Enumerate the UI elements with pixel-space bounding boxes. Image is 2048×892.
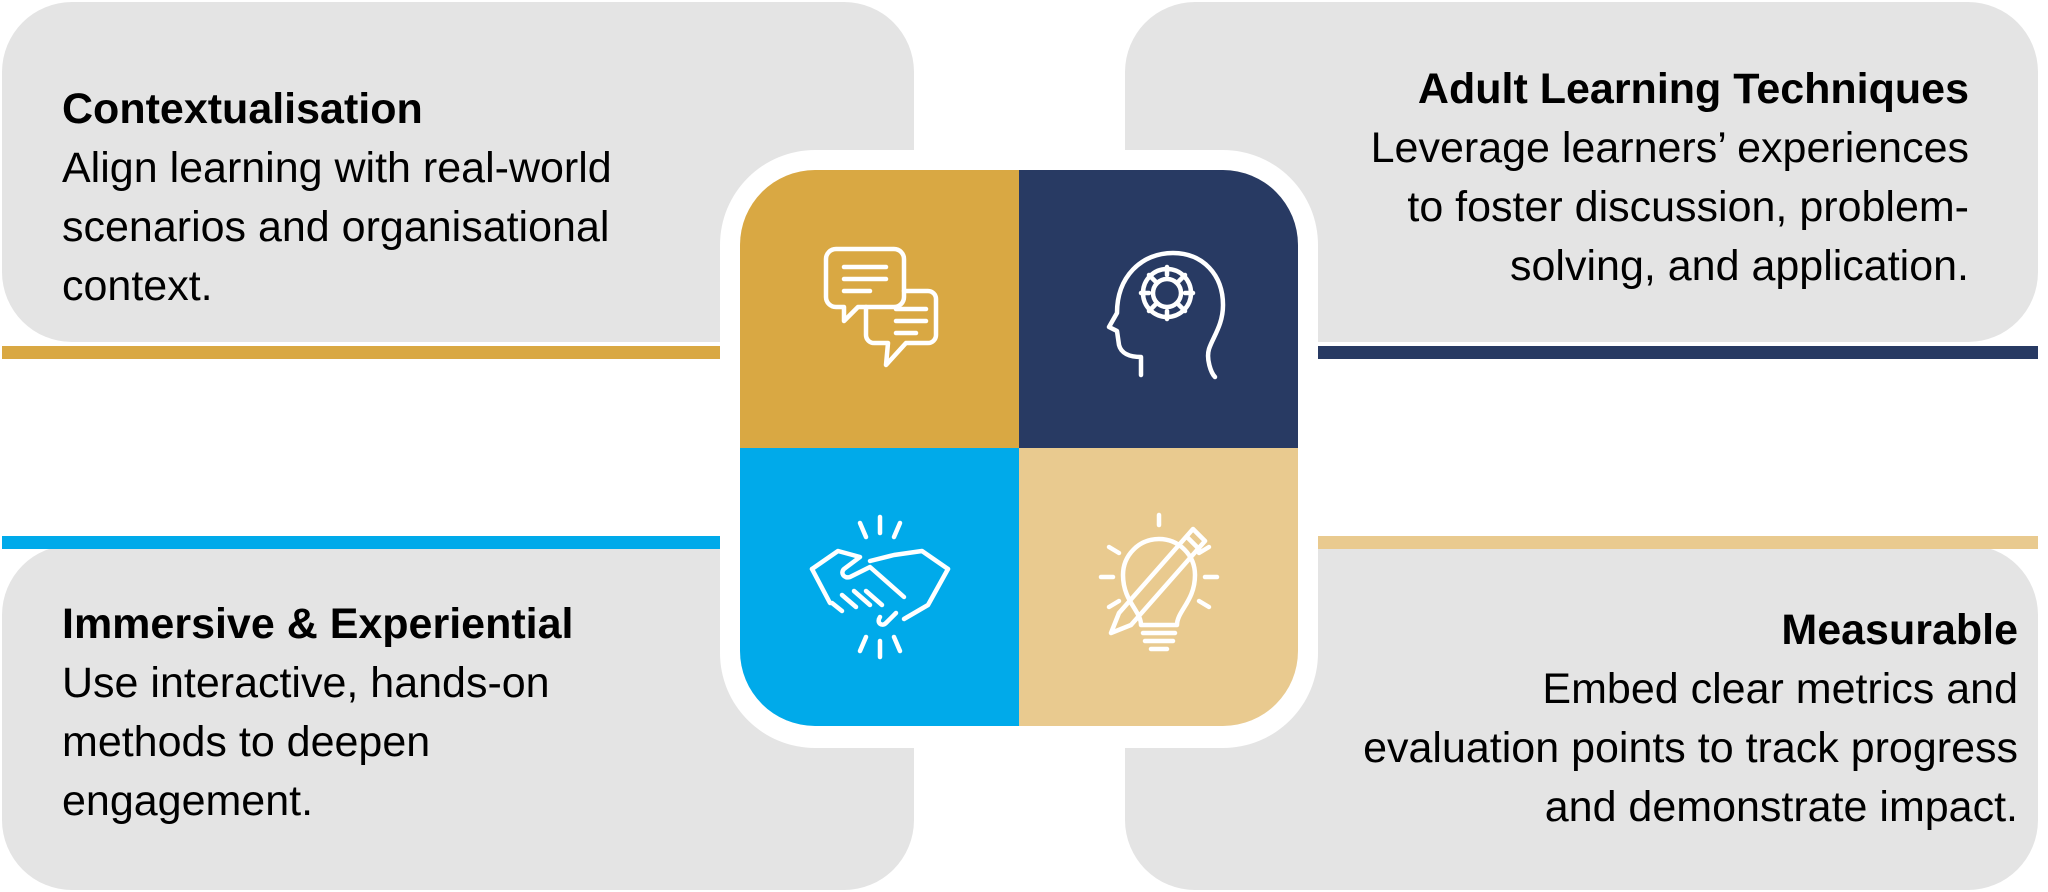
contextualisation-icon-tile (740, 170, 1019, 448)
measurable-description: Embed clear metrics and evaluation point… (1363, 665, 2018, 831)
measurable-icon-tile (1019, 448, 1298, 726)
measurable-text: Measurable Embed clear metrics and evalu… (1258, 601, 2018, 837)
adult-learning-text: Adult Learning Techniques Leverage learn… (1249, 60, 1969, 296)
immersive-title: Immersive & Experiential (62, 600, 574, 648)
chat-bubbles-icon (823, 246, 938, 368)
contextualisation-accent-bar (2, 346, 720, 359)
adult-learning-title: Adult Learning Techniques (1417, 65, 1969, 113)
head-gear-icon (1106, 250, 1225, 380)
handshake-icon (809, 514, 950, 660)
contextualisation-title: Contextualisation (62, 85, 423, 133)
center-icon-grid (740, 170, 1298, 726)
measurable-title: Measurable (1781, 606, 2018, 654)
lightbulb-pencil-icon (1098, 512, 1219, 652)
measurable-accent-bar (1318, 536, 2038, 549)
immersive-icon-tile (740, 448, 1019, 726)
adult-learning-accent-bar (1318, 346, 2038, 359)
adult-learning-icon-tile (1019, 170, 1298, 448)
immersive-text: Immersive & Experiential Use interactive… (62, 595, 682, 831)
adult-learning-description: Leverage learners’ experiences to foster… (1370, 124, 1969, 290)
immersive-description: Use interactive, hands-on methods to dee… (62, 659, 550, 825)
immersive-accent-bar (2, 536, 720, 549)
contextualisation-text: Contextualisation Align learning with re… (62, 80, 702, 316)
contextualisation-description: Align learning with real-world scenarios… (62, 144, 612, 310)
